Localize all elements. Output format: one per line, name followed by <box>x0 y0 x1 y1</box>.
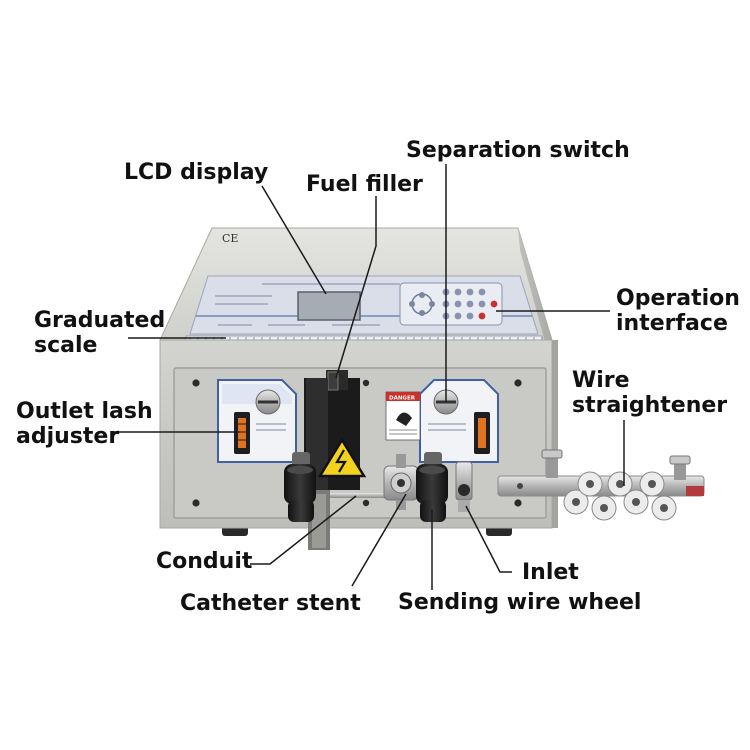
danger-sticker-text: DANGER <box>389 396 416 402</box>
leader-lcd-display <box>261 185 327 295</box>
keypad <box>399 282 503 326</box>
label-graduated-scale-line-2: scale <box>34 333 98 358</box>
left-roller <box>284 452 316 522</box>
label-graduated-scale: Graduated scale <box>34 308 165 358</box>
label-outlet-lash-adjuster: Outlet lash adjuster <box>16 399 153 449</box>
label-operation-interface-line-1: Operation <box>616 286 740 311</box>
leader-lines <box>112 164 625 590</box>
label-operation-interface: Operation interface <box>616 286 740 336</box>
label-separation-switch: Separation switch <box>406 138 630 163</box>
leader-conduit <box>250 495 357 565</box>
panel-screws <box>192 379 522 507</box>
housing-side <box>518 228 552 368</box>
straightener-roller <box>651 495 677 521</box>
label-operation-interface-line-2: interface <box>616 311 728 336</box>
danger-sticker-icon: DANGER <box>385 391 421 441</box>
conduit <box>330 493 430 498</box>
label-lcd-display: LCD display <box>124 160 269 185</box>
separation-switch-panel <box>419 379 499 463</box>
label-fuel-filler: Fuel filler <box>306 172 423 197</box>
outlet-adjuster-panel <box>217 379 297 463</box>
straightener-roller <box>639 471 665 497</box>
leader-inlet <box>465 505 512 573</box>
ce-mark-icon: CE <box>222 232 238 245</box>
label-wire-straightener-line-2: straightener <box>572 393 728 418</box>
straightener-roller <box>623 489 649 515</box>
straightener-roller <box>607 471 633 497</box>
sending-wire-wheel <box>416 452 448 522</box>
label-inlet: Inlet <box>522 560 579 585</box>
housing-side-front <box>552 340 558 528</box>
label-wire-straightener: Wire straightener <box>572 368 727 418</box>
lcd-screen <box>297 291 361 321</box>
straightener-roller <box>563 489 589 515</box>
straightener-rollers <box>563 471 677 521</box>
label-outlet-lash-adjuster-line-2: adjuster <box>16 424 120 449</box>
leader-catheter-stent <box>351 493 407 587</box>
panel-fine-print <box>215 283 400 326</box>
leader-fuel-filler <box>335 196 377 379</box>
warning-icon <box>317 437 367 478</box>
straightener-roller <box>591 495 617 521</box>
label-wire-straightener-line-1: Wire <box>572 368 630 393</box>
ce-mark-text: CE <box>222 232 238 245</box>
label-catheter-stent: Catheter stent <box>180 591 361 616</box>
label-sending-wire-wheel: Sending wire wheel <box>398 590 642 615</box>
straightener-roller <box>577 471 603 497</box>
label-graduated-scale-line-1: Graduated <box>34 308 166 333</box>
wire-straightener <box>497 449 705 521</box>
inlet <box>455 461 473 512</box>
label-outlet-lash-adjuster-line-1: Outlet lash <box>16 399 153 424</box>
label-conduit: Conduit <box>156 549 253 574</box>
